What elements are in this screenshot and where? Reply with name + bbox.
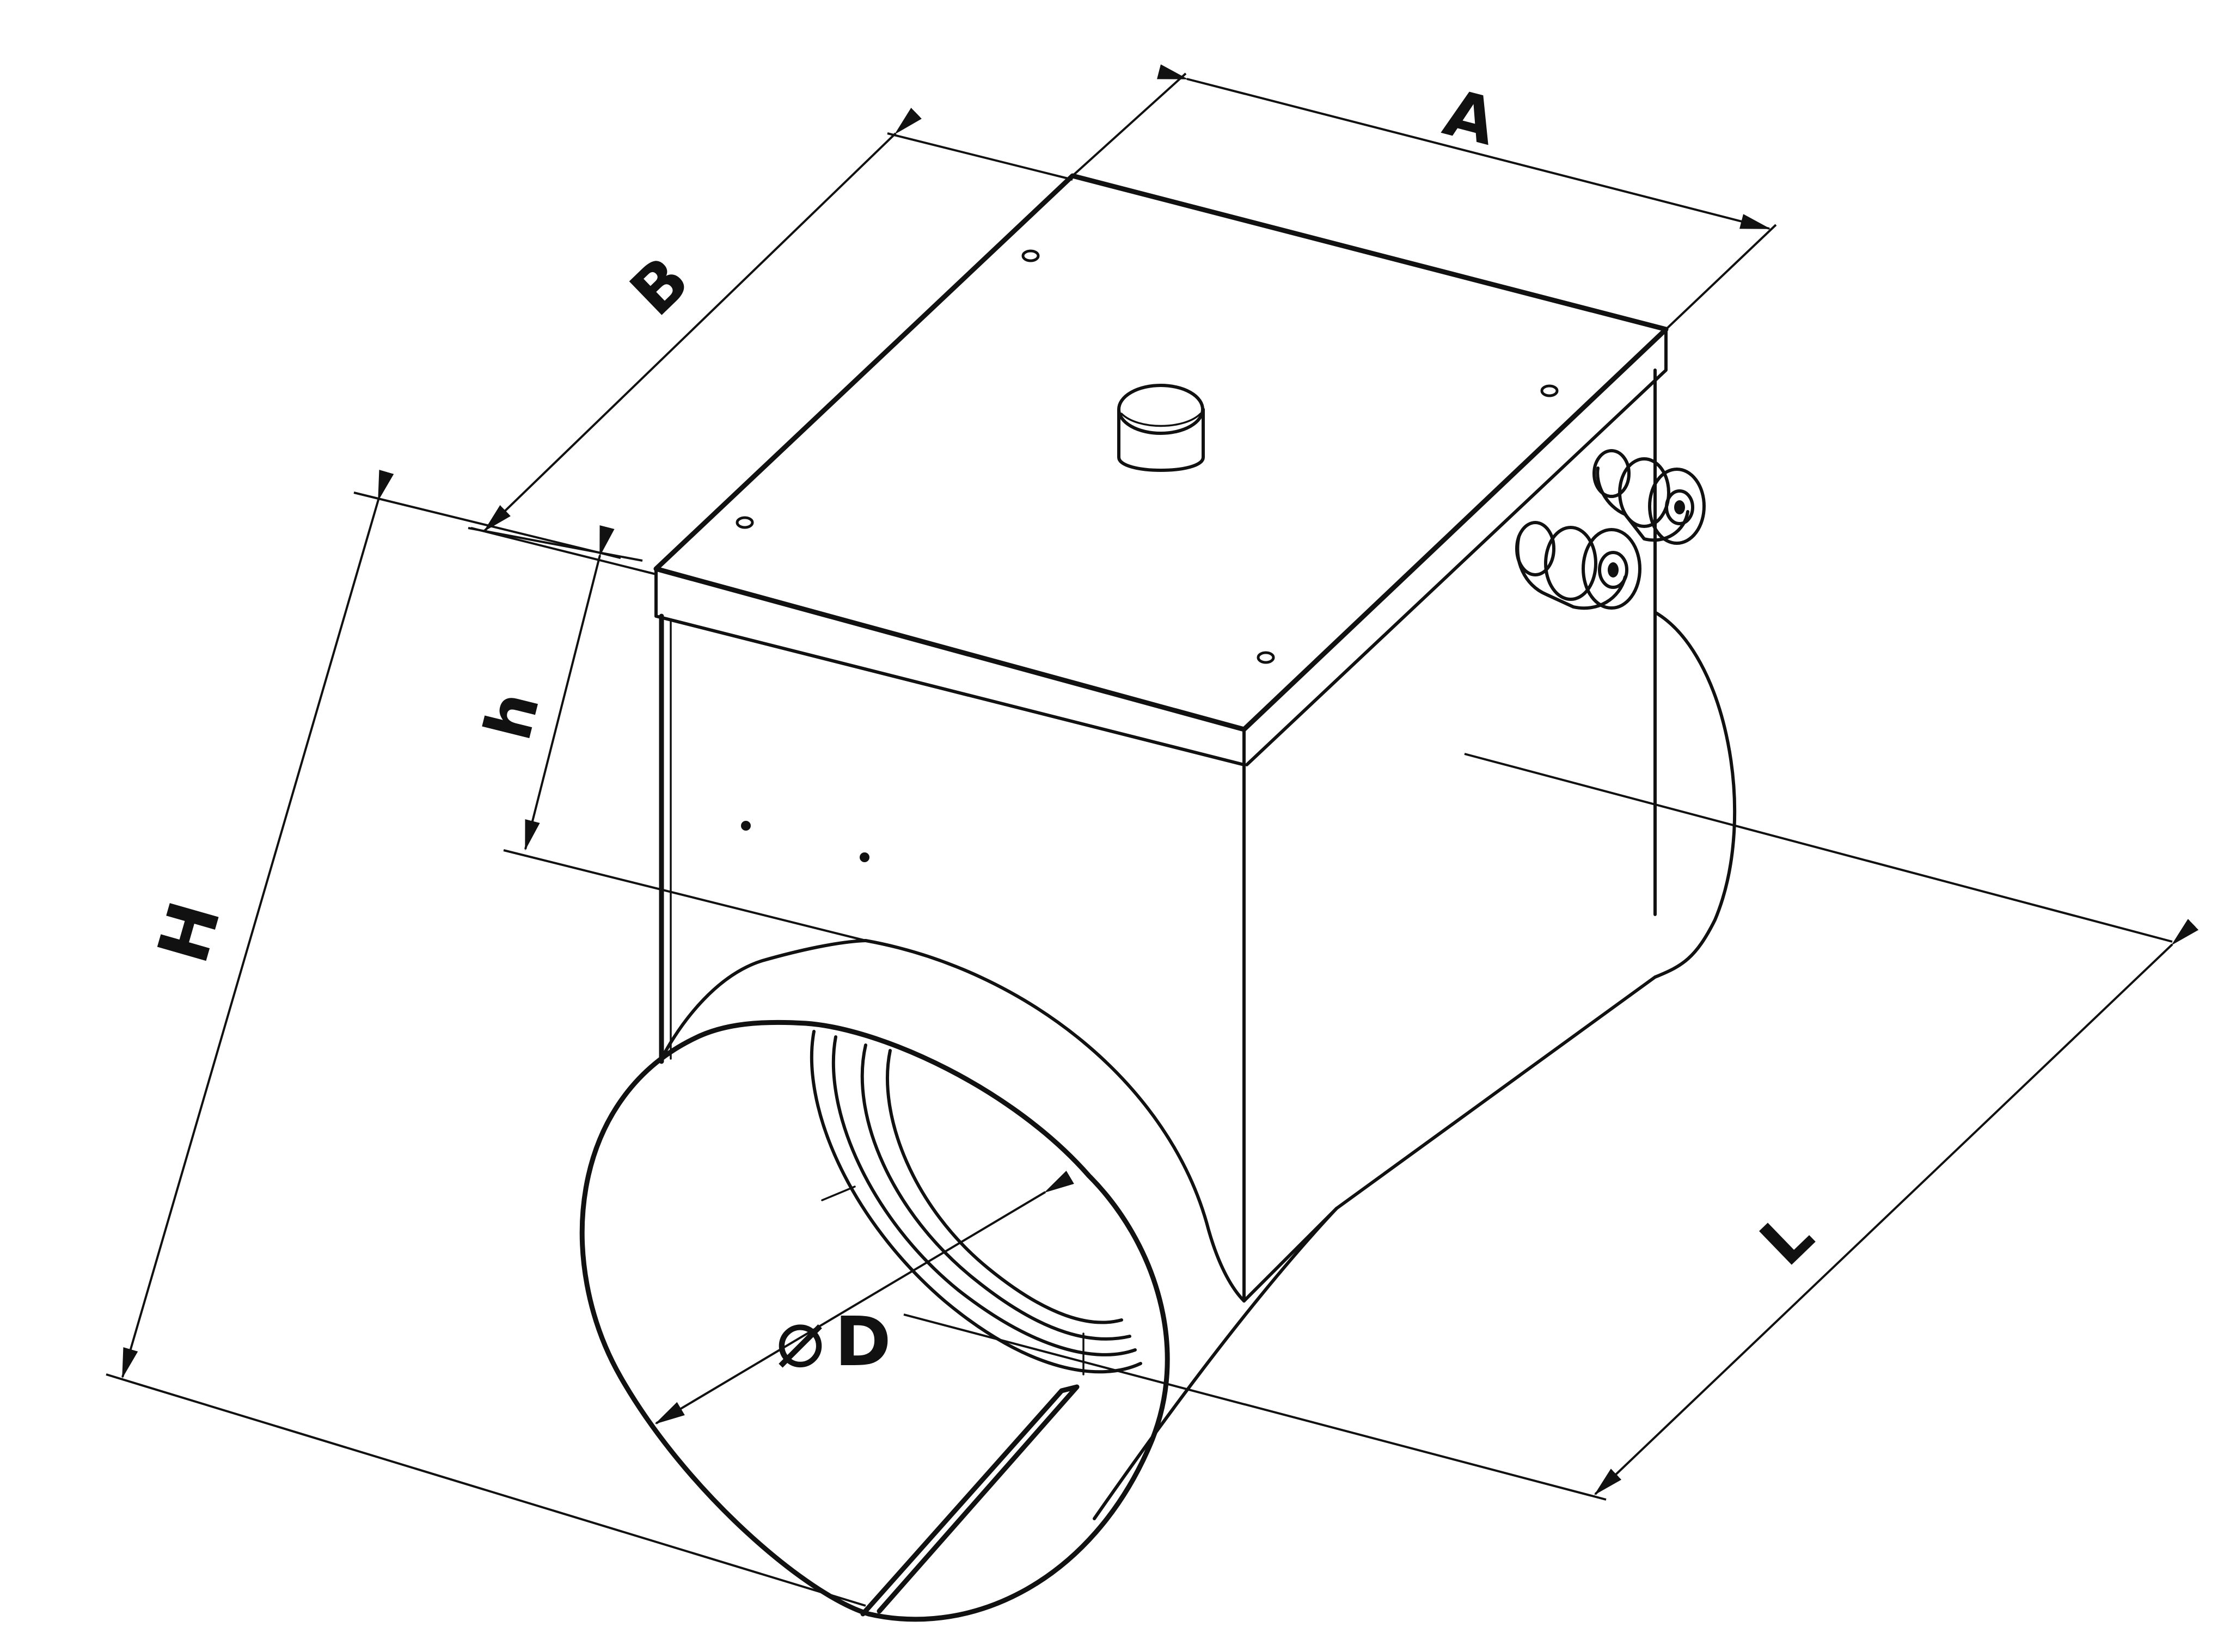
dim-B-ext-bottom xyxy=(470,527,657,575)
svg-text:D: D xyxy=(835,1303,891,1381)
dim-A-ext-right xyxy=(1665,224,1777,330)
label-h: h xyxy=(470,685,554,747)
dim-H-ext-bottom xyxy=(106,1373,866,1607)
front-dot xyxy=(741,821,751,831)
thermostat-knob xyxy=(1117,384,1205,472)
dim-L-line xyxy=(1594,919,2199,1495)
dim-A-line xyxy=(1156,64,1771,230)
duct-bottom-silhouette xyxy=(1093,975,1657,1520)
label-A: A xyxy=(1437,75,1504,159)
duct-collar xyxy=(660,939,867,1060)
front-dot xyxy=(860,852,869,862)
svg-text:⌀: ⌀ xyxy=(776,1291,825,1386)
dim-L-ext-top xyxy=(1464,753,2173,943)
dim-h-ext-top xyxy=(468,527,643,562)
box-top-face xyxy=(653,173,1669,732)
dimensions: A B H h L ⌀ D xyxy=(106,64,2199,1607)
label-D: ⌀ D xyxy=(776,1291,891,1386)
dim-B-ext-top xyxy=(887,132,1073,181)
cable-gland-lower xyxy=(1515,521,1641,610)
top-screw-hole xyxy=(736,516,754,529)
dim-h-line xyxy=(524,525,615,851)
dim-L-ext-bottom xyxy=(903,1313,1607,1501)
box-lid-right-edge xyxy=(1245,328,1668,766)
dim-D-line xyxy=(654,1170,1074,1424)
top-screw-hole xyxy=(1540,384,1559,397)
box-lid-front-edge xyxy=(654,567,1246,766)
cable-gland-upper xyxy=(1592,449,1706,545)
duct-top-silhouette xyxy=(864,939,1246,1303)
dim-H-line xyxy=(121,470,394,1379)
heater-box xyxy=(653,173,1706,1303)
duct-back-rim xyxy=(1653,611,1737,979)
top-screw-hole xyxy=(1021,249,1040,262)
dim-B-line xyxy=(483,107,922,532)
dim-h-ext-bottom xyxy=(503,849,866,942)
dim-A-ext-left xyxy=(1071,72,1187,177)
round-duct xyxy=(579,611,1737,1622)
label-L: L xyxy=(1746,1197,1828,1280)
top-screw-hole xyxy=(1257,651,1275,664)
label-H: H xyxy=(143,893,237,972)
label-B: B xyxy=(616,242,703,330)
duct-front-rim xyxy=(579,1020,1170,1622)
